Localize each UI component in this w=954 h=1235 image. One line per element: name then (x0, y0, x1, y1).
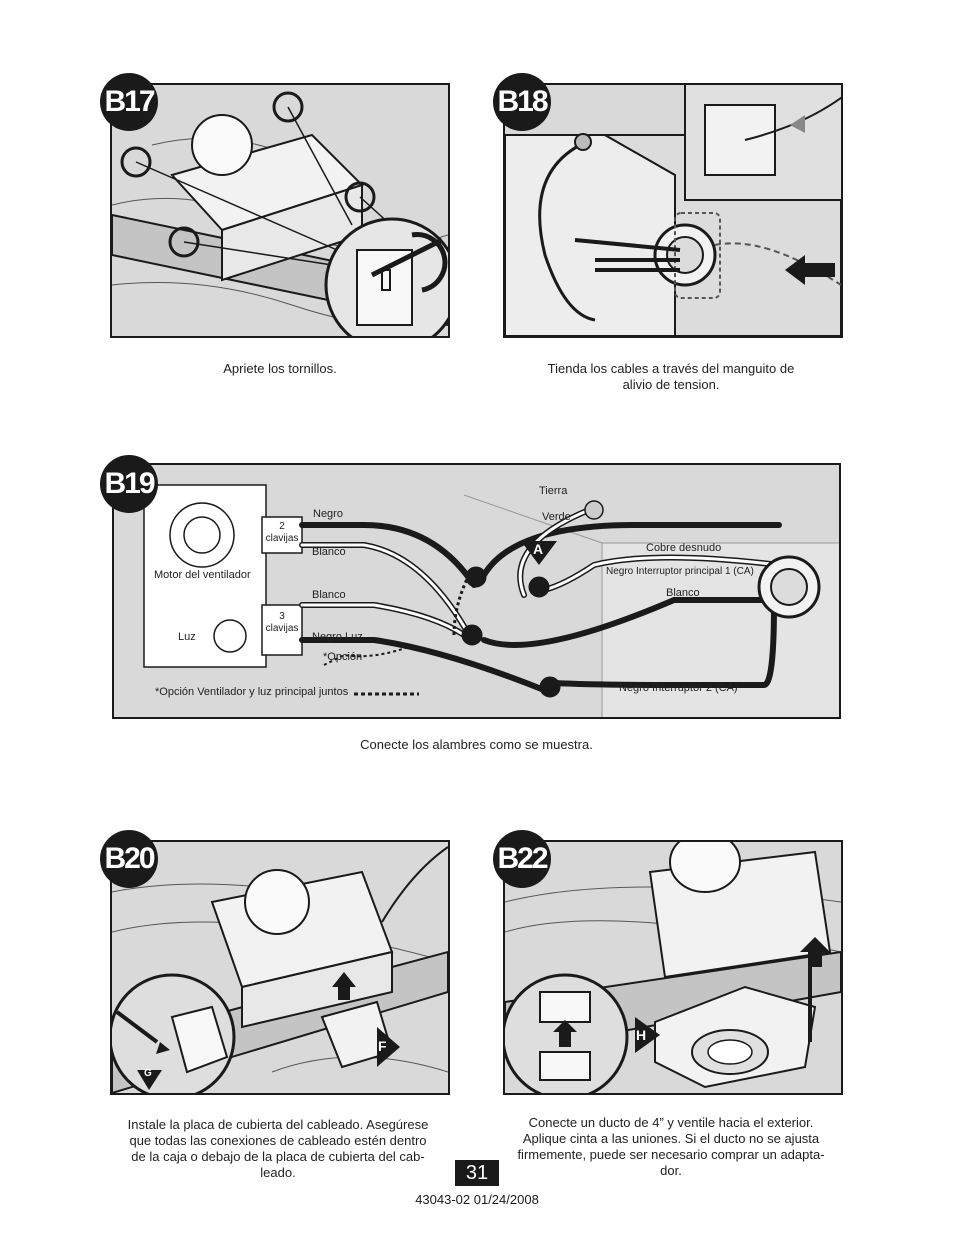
marker-h: H (636, 1027, 647, 1043)
caption-b18-line1: Tienda los cables a través del manguito … (547, 361, 795, 376)
step-badge-b20: B20 (100, 830, 158, 888)
step-badge-b19: B19 (100, 455, 158, 513)
document-code-date: 43043-02 01/24/2008 (415, 1192, 539, 1207)
marker-f: F (378, 1038, 387, 1054)
plug-3-word: clavijas (265, 623, 299, 634)
caption-b20-line1: Instale la placa de cubierta del cablead… (127, 1117, 429, 1132)
marker-g: G (144, 1068, 152, 1079)
label-cobre: Cobre desnudo (646, 542, 722, 554)
illustration-b22: H (503, 840, 843, 1095)
label-blanco-2: Blanco (312, 589, 346, 601)
label-opcion: *Opción (323, 651, 363, 663)
label-negro-top: Negro (313, 508, 343, 520)
label-motor: Motor del ventilador (154, 569, 251, 581)
label-blanco-1: Blanco (312, 546, 346, 558)
page-number: 31 (455, 1160, 499, 1186)
step-badge-b22: B22 (493, 830, 551, 888)
plug-3-count: 3 (279, 611, 285, 622)
caption-b17: Apriete los tornillos. (223, 361, 337, 376)
caption-b22-line3: firmemente, puede ser necesario comprar … (517, 1147, 825, 1162)
step-badge-b18: B18 (493, 73, 551, 131)
illustration-b20: F G (110, 840, 450, 1095)
label-tierra: Tierra (539, 485, 568, 497)
label-luz: Luz (178, 631, 196, 643)
plug-2-word: clavijas (265, 533, 299, 544)
step-badge-b17: B17 (100, 73, 158, 131)
label-negro-luz: Negro Luz (312, 631, 363, 643)
plug-2-count: 2 (279, 521, 285, 532)
caption-b20-line2: que todas las conexiones de cableado est… (129, 1133, 427, 1148)
label-blanco-right: Blanco (666, 587, 700, 599)
marker-a: A (533, 541, 544, 557)
caption-b18-line2: alivio de tension. (622, 377, 720, 392)
label-negro-int1: Negro Interruptor principal 1 (CA) (606, 566, 754, 577)
label-verde: Verde (542, 511, 571, 523)
caption-b20-line3: de la caja o debajo de la placa de cubie… (131, 1149, 425, 1164)
illustration-b18 (503, 83, 843, 338)
illustration-b17 (110, 83, 450, 338)
caption-b22-line4: dor. (660, 1163, 682, 1178)
label-plug-3: 3 clavijas (263, 611, 301, 635)
caption-b20: Instale la placa de cubierta del cablead… (110, 1117, 446, 1181)
label-opcion-note: *Opción Ventilador y luz principal junto… (155, 686, 349, 698)
caption-b22-line2: Aplique cinta a las uniones. Si el ducto… (522, 1131, 820, 1146)
caption-b22-line1: Conecte un ducto de 4” y ventile hacia e… (528, 1115, 814, 1130)
label-plug-2: 2 clavijas (263, 521, 301, 545)
wiring-diagram-b19: Motor del ventilador Luz 2 clavijas 3 cl… (112, 463, 841, 719)
caption-b19: Conecte los alambres como se muestra. (360, 737, 593, 752)
caption-b22: Conecte un ducto de 4” y ventile hacia e… (503, 1115, 839, 1179)
caption-b18: Tienda los cables a través del manguito … (503, 361, 839, 393)
caption-b20-line4: leado. (260, 1165, 296, 1180)
label-negro-int2: Negro Interruptor 2 (CA) (619, 682, 738, 694)
